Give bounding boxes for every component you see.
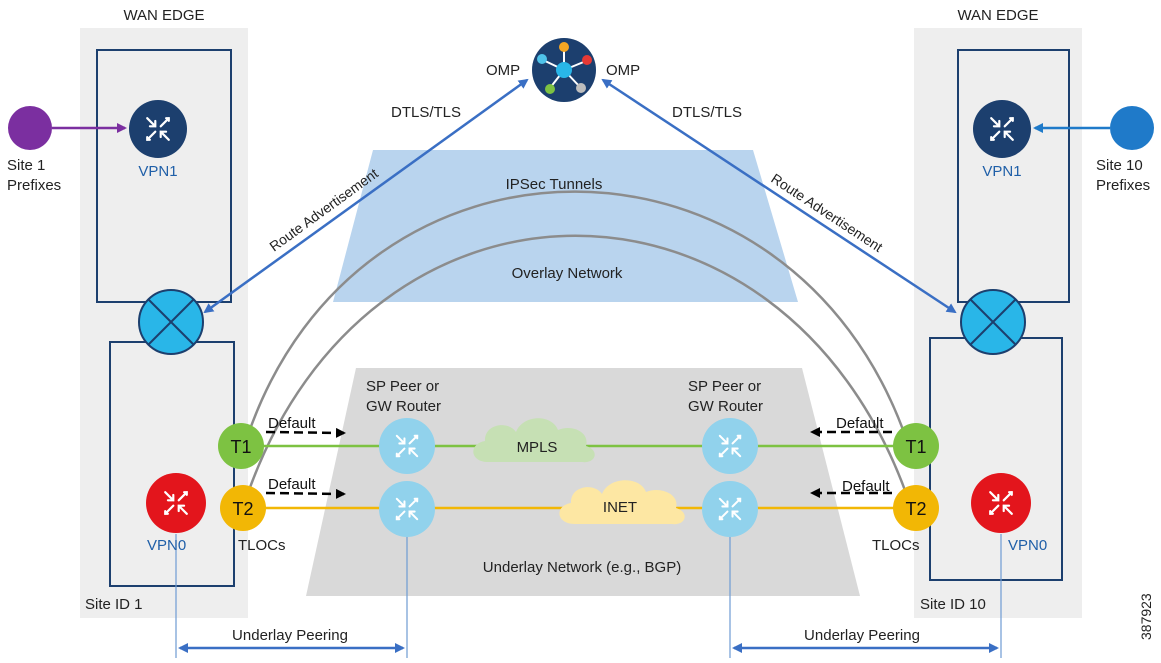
wan-edge-left-title: WAN EDGE: [123, 7, 204, 24]
vpn0-label-right: VPN0: [1008, 537, 1047, 554]
vpn1-router-left: [129, 100, 187, 158]
sp-peer-left-line2: GW Router: [366, 398, 441, 415]
tloc-t2-right: T2: [893, 485, 939, 531]
vpn0-label-left: VPN0: [147, 537, 186, 554]
dtls-tls-label-left: DTLS/TLS: [391, 104, 461, 121]
wan-edge-router-right: [960, 289, 1026, 355]
tloc-t2-left-label: T2: [232, 499, 253, 519]
figure-id: 387923: [1138, 593, 1154, 640]
tlocs-label-right: TLOCs: [872, 537, 920, 554]
default-label-left-t1: Default: [268, 415, 316, 432]
site10-prefix-label-line2: Prefixes: [1096, 177, 1150, 194]
tlocs-label-left: TLOCs: [238, 537, 286, 554]
wan-edge-router-left: [138, 289, 204, 355]
tloc-t2-left: T2: [220, 485, 266, 531]
omp-label-left: OMP: [486, 62, 520, 79]
dtls-tls-label-right: DTLS/TLS: [672, 104, 742, 121]
omp-controller: [532, 38, 596, 102]
default-label-right-t2: Default: [842, 478, 890, 495]
sp-peer-right-line1: SP Peer or: [688, 378, 761, 395]
default-arrow-left-t1: [265, 427, 346, 438]
wan-edge-right-title: WAN EDGE: [957, 7, 1038, 24]
site1-prefix-label-line2: Prefixes: [7, 177, 61, 194]
sp-peer-right-line2: GW Router: [688, 398, 763, 415]
vpn1-label-right: VPN1: [982, 163, 1021, 180]
inet-cloud: INET: [559, 480, 685, 525]
underlay-peering-label-right: Underlay Peering: [804, 627, 920, 644]
sp-peer-router-right-inet: [702, 481, 758, 537]
underlay-network-label: Underlay Network (e.g., BGP): [483, 559, 681, 576]
vpn0-router-left: [146, 473, 206, 533]
tloc-t1-right: T1: [893, 423, 939, 469]
site10-prefix-label-line1: Site 10: [1096, 157, 1143, 174]
sp-peer-router-right-mpls: [702, 418, 758, 474]
tloc-t2-right-label: T2: [905, 499, 926, 519]
omp-label-right: OMP: [606, 62, 640, 79]
tloc-t1-right-label: T1: [905, 437, 926, 457]
underlay-peering-label-left: Underlay Peering: [232, 627, 348, 644]
sp-peer-router-left-inet: [379, 481, 435, 537]
vpn0-router-right: [971, 473, 1031, 533]
site1-prefix-label-line1: Site 1: [7, 157, 45, 174]
site10-prefix-node: [1110, 106, 1154, 150]
route-advertisement-arrow-left: [203, 78, 529, 314]
ipsec-tunnels-label: IPSec Tunnels: [506, 176, 603, 193]
site-id-left: Site ID 1: [85, 596, 143, 613]
vpn1-label-left: VPN1: [138, 163, 177, 180]
overlay-network-label: Overlay Network: [512, 265, 623, 282]
site-id-right: Site ID 10: [920, 596, 986, 613]
tloc-t1-left-label: T1: [230, 437, 251, 457]
route-advertisement-arrow-right: [601, 78, 957, 314]
default-label-left-t2: Default: [268, 476, 316, 493]
tloc-t1-left: T1: [218, 423, 264, 469]
sp-peer-left-line1: SP Peer or: [366, 378, 439, 395]
route-advertisement-label-right: Route Advertisement: [768, 170, 885, 255]
mpls-cloud: MPLS: [473, 418, 595, 463]
sp-peer-router-left-mpls: [379, 418, 435, 474]
ipsec-tunnel-lower: [246, 234, 908, 494]
mpls-cloud-label: MPLS: [517, 439, 558, 456]
default-label-right-t1: Default: [836, 415, 884, 432]
vpn1-router-right: [973, 100, 1031, 158]
site1-prefix-node: [8, 106, 52, 150]
inet-cloud-label: INET: [603, 499, 637, 516]
